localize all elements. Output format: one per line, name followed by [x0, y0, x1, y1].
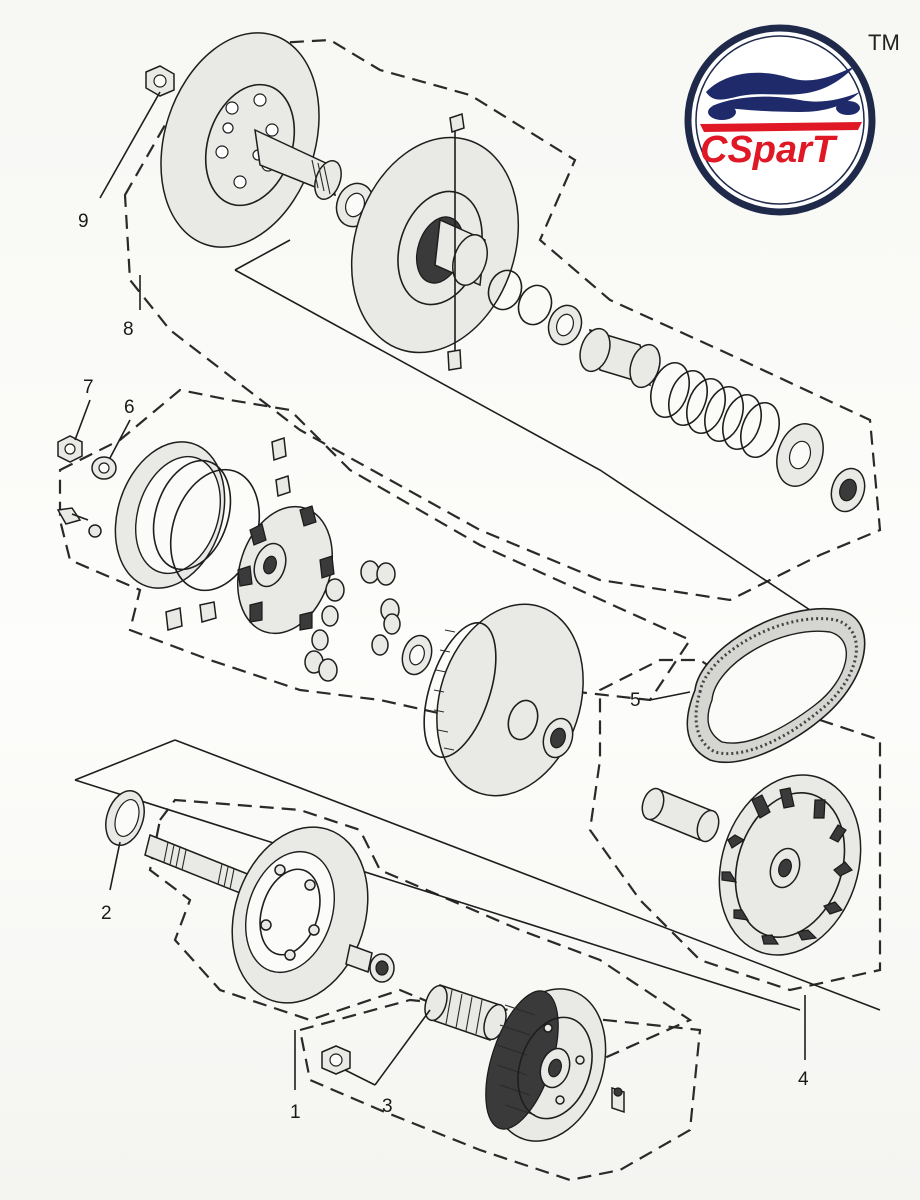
slider-pieces	[165, 436, 291, 631]
callout-3: 3	[382, 1096, 393, 1117]
motorcycle-icon	[706, 66, 860, 120]
driven-shaft	[144, 833, 251, 897]
drive-face-plate	[160, 32, 320, 248]
callout-9: 9	[78, 211, 89, 232]
nut-9	[145, 65, 175, 97]
callout-5: 5	[630, 690, 641, 711]
collar-sleeve	[579, 327, 661, 389]
callout-7: 7	[83, 377, 94, 398]
group-outline-8	[123, 38, 882, 602]
ramp-plate	[236, 505, 335, 635]
group-outline-4	[588, 658, 882, 992]
callout-1: 1	[290, 1102, 301, 1123]
clutch-bell-drum	[423, 603, 584, 797]
clutch-spring-pin	[611, 1086, 625, 1114]
nut-3	[321, 1045, 351, 1075]
bushing-seal	[401, 634, 433, 676]
circlip-2	[105, 790, 145, 846]
spring-seat-washer	[776, 423, 824, 487]
callout-2: 2	[101, 903, 112, 924]
callout-labels: 9 8 7 6 5 2 1 3 4	[78, 211, 809, 1123]
brand-logo: CSparT TM	[684, 24, 900, 216]
needle-bearing	[345, 943, 395, 983]
oil-seal	[830, 467, 866, 513]
clutch-shoe-plate	[485, 988, 607, 1142]
variator-movable-face	[350, 113, 520, 371]
brand-name: CSparT	[700, 129, 838, 171]
fan-pulley	[718, 774, 862, 956]
o-rings	[487, 269, 583, 346]
bolt-small	[56, 507, 102, 538]
drive-belt	[686, 607, 866, 764]
frame-lines	[74, 239, 881, 1011]
drive-shaft-hub	[254, 128, 342, 200]
nut-7	[57, 435, 83, 463]
leader-lines	[74, 91, 806, 1090]
compression-spring	[650, 361, 780, 459]
bearing-3	[424, 984, 507, 1041]
driven-face-drum	[231, 826, 369, 1004]
callout-6: 6	[124, 397, 135, 418]
collar-pipe	[641, 787, 720, 843]
roller-weights	[304, 560, 401, 682]
callout-4: 4	[798, 1069, 809, 1090]
ramp-plate-cover	[114, 441, 232, 589]
callout-8: 8	[123, 319, 134, 340]
washer-6	[91, 456, 117, 480]
trademark-symbol: TM	[868, 30, 900, 55]
